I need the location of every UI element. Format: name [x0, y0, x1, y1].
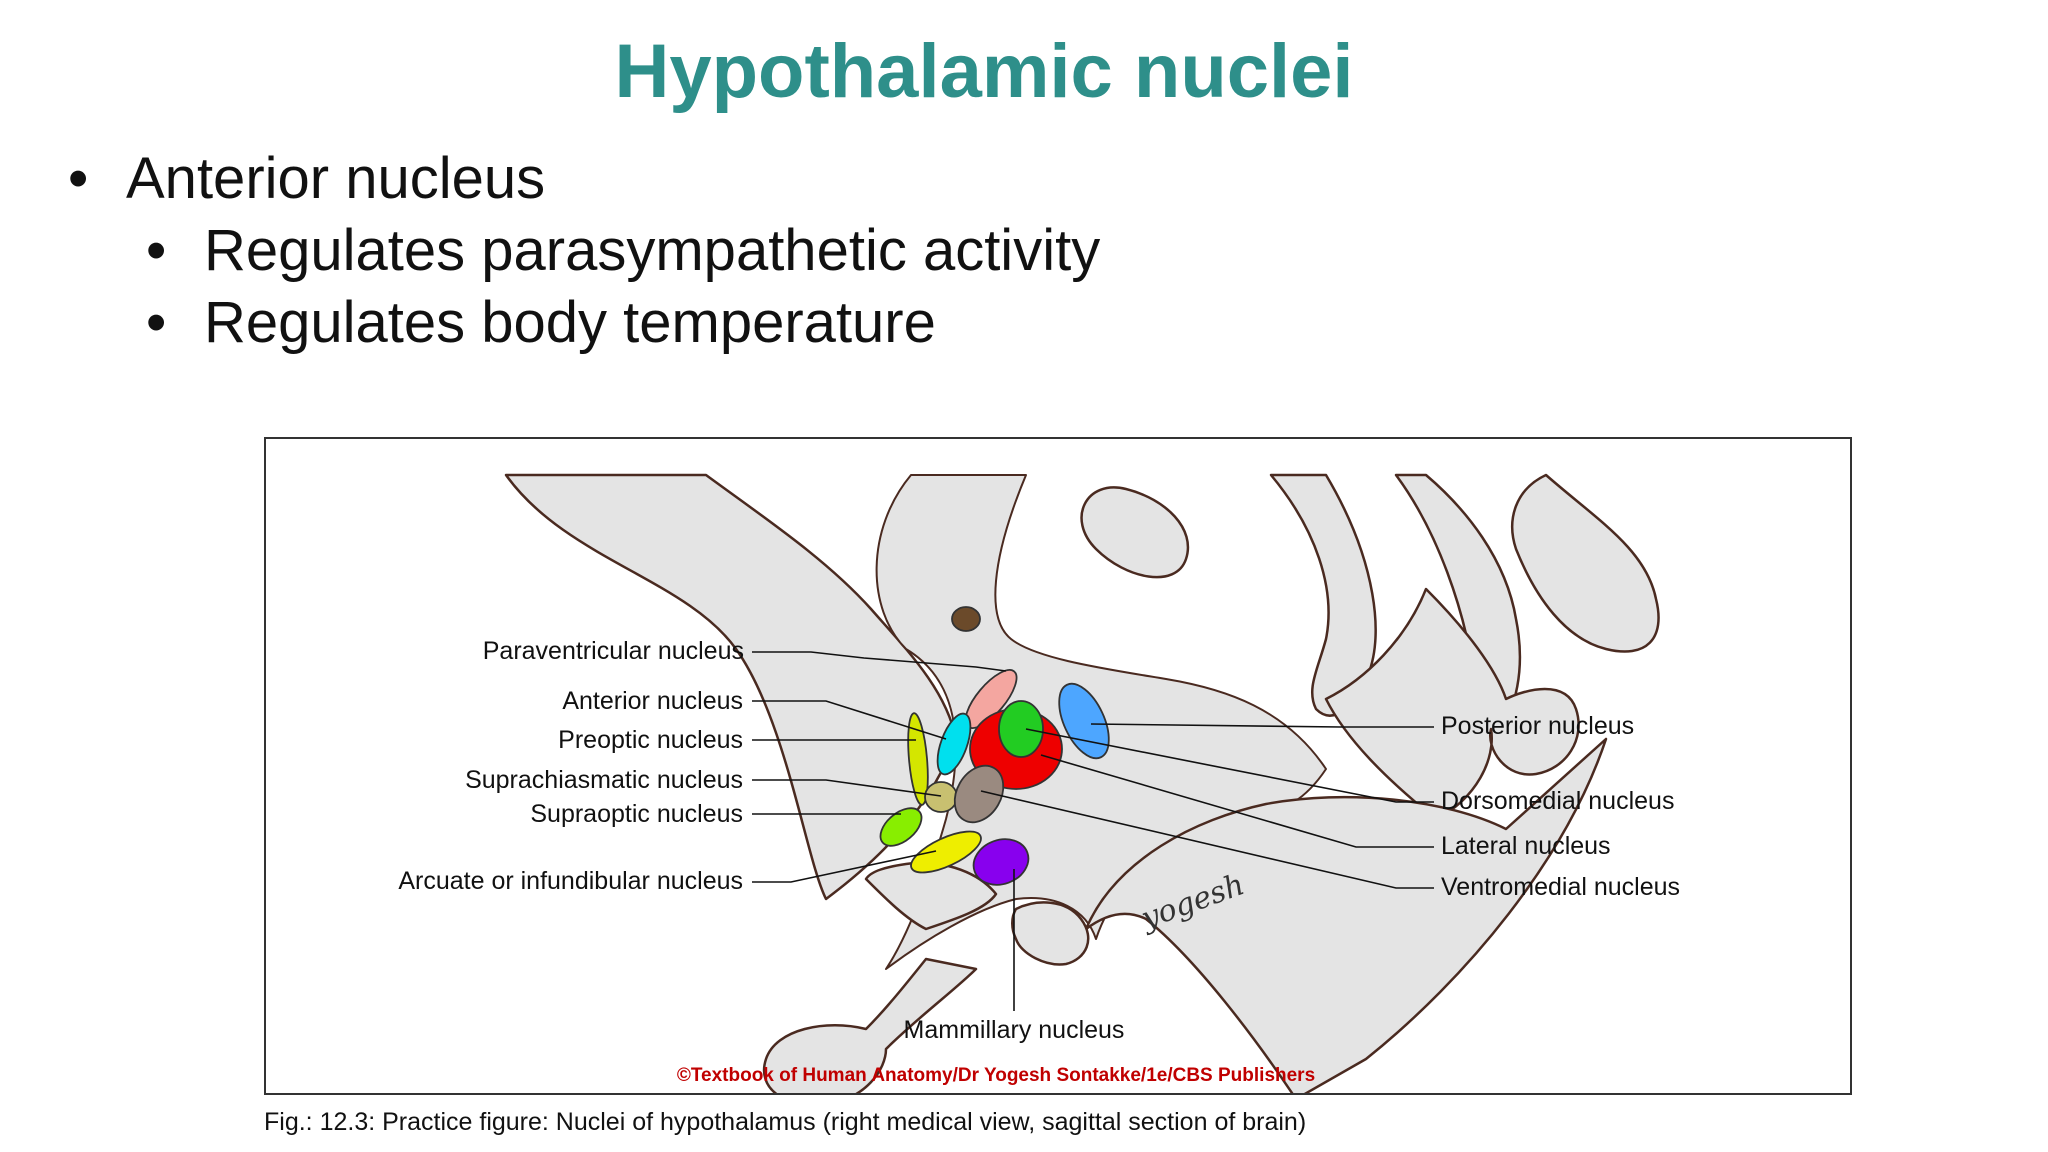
hypothalamus-figure: Paraventricular nucleus Anterior nucleus… — [264, 437, 1852, 1095]
sub-bullet-temperature: • Regulates body temperature — [146, 289, 936, 356]
sub-bullet-parasympathetic: • Regulates parasympathetic activity — [146, 217, 1100, 284]
bullet-dot: • — [146, 290, 167, 355]
arcuate-nucleus — [910, 830, 982, 874]
copyright: ©Textbook of Human Anatomy/Dr Yogesh Son… — [677, 1065, 1315, 1086]
bullet-anterior-nucleus: • Anterior nucleus — [68, 145, 545, 212]
leader-dorsomedial — [1025, 728, 1434, 803]
label-suprachiasmatic: Suprachiasmatic nucleus — [465, 766, 743, 794]
label-mammillary: Mammillary nucleus — [904, 1016, 1125, 1044]
label-paraventricular: Paraventricular nucleus — [483, 637, 744, 665]
leader-lines — [752, 651, 1434, 1011]
leader-paraventricular — [752, 651, 1007, 672]
label-preoptic: Preoptic nucleus — [558, 726, 743, 754]
nuclei-group — [879, 606, 1110, 886]
hypothalamus-diagram: Paraventricular nucleus Anterior nucleus… — [398, 473, 1680, 1093]
bullet-text: Anterior nucleus — [126, 146, 546, 211]
label-arcuate: Arcuate or infundibular nucleus — [398, 867, 743, 895]
leader-arcuate — [752, 850, 937, 883]
label-anterior: Anterior nucleus — [562, 687, 743, 715]
leader-posterior — [1090, 723, 1434, 728]
preoptic-nucleus — [907, 712, 929, 806]
leader-anterior — [752, 700, 947, 740]
leader-ventromedial — [980, 790, 1434, 889]
leader-suprachiasmatic — [752, 779, 942, 797]
bullet-text: Regulates parasympathetic activity — [204, 218, 1101, 283]
ventromedial-nucleus — [953, 764, 1005, 824]
label-posterior: Posterior nucleus — [1441, 712, 1634, 740]
suprachiasmatic-nucleus — [924, 781, 958, 813]
bullet-dot: • — [146, 218, 167, 283]
anterior-nucleus — [936, 712, 972, 776]
dorsomedial-nucleus — [998, 700, 1044, 758]
label-lateral: Lateral nucleus — [1441, 832, 1611, 860]
supraoptic-nucleus — [879, 807, 923, 847]
leader-lateral — [1040, 754, 1434, 848]
left-labels: Paraventricular nucleus Anterior nucleus… — [398, 637, 744, 895]
right-labels: Posterior nucleus Dorsomedial nucleus La… — [1441, 712, 1680, 901]
label-ventromedial: Ventromedial nucleus — [1441, 873, 1680, 901]
label-dorsomedial: Dorsomedial nucleus — [1441, 787, 1674, 815]
bullet-text: Regulates body temperature — [204, 290, 936, 355]
slide-title: Hypothalamic nuclei — [614, 29, 1354, 114]
figure-caption: Fig.: 12.3: Practice figure: Nuclei of h… — [264, 1108, 1307, 1136]
label-supraoptic: Supraoptic nucleus — [530, 800, 743, 828]
pineal-nucleus — [951, 606, 981, 632]
bullet-dot: • — [68, 146, 89, 211]
posterior-nucleus — [1058, 682, 1110, 760]
